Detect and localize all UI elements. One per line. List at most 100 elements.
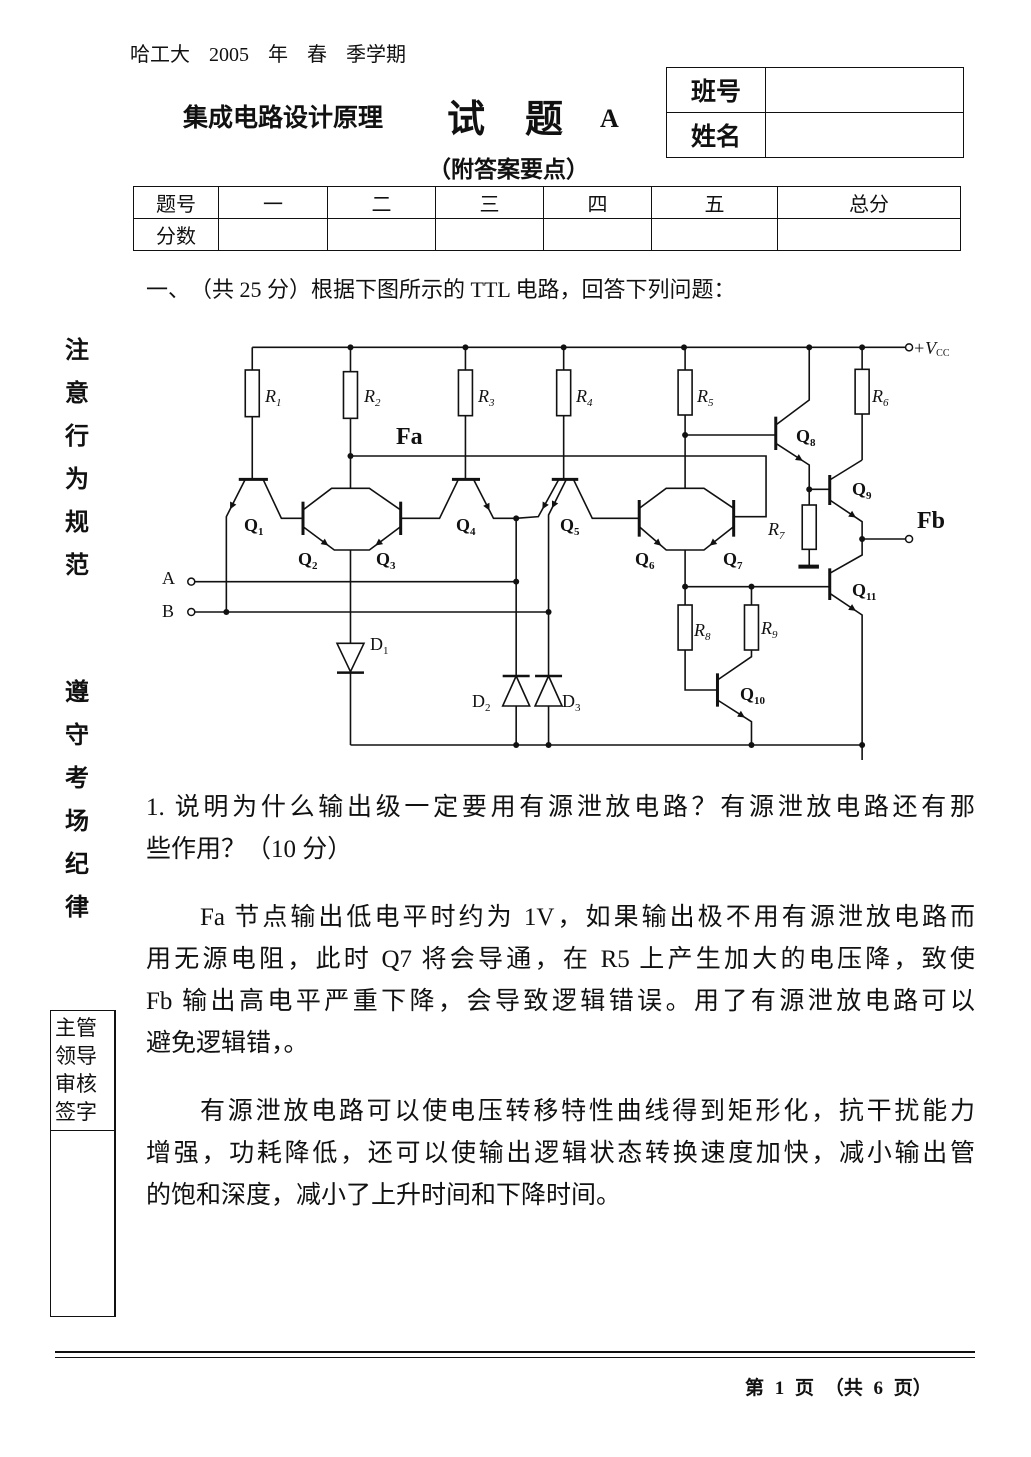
junction-dot bbox=[859, 536, 866, 542]
class-field[interactable] bbox=[765, 67, 964, 113]
label-r1: R1 bbox=[264, 386, 282, 409]
score-cell[interactable] bbox=[651, 218, 778, 251]
diode-d2 bbox=[501, 674, 531, 707]
wire bbox=[775, 442, 811, 505]
junction-dot bbox=[682, 583, 689, 590]
junction-dot bbox=[513, 515, 520, 522]
label-q8: Q8 bbox=[796, 426, 816, 449]
wire bbox=[829, 459, 863, 481]
wire bbox=[638, 487, 735, 509]
wire bbox=[302, 526, 402, 551]
page-number: 第 1 页 （共 6 页） bbox=[745, 1378, 932, 1399]
answer-line: 增强，功耗降低，还可以使输出逻辑状态转换速度加快，减小输出管 bbox=[146, 1140, 975, 1167]
resistor-r3 bbox=[457, 369, 474, 417]
label-node-fa: Fa bbox=[396, 424, 423, 450]
emitter-arrow bbox=[848, 604, 856, 611]
wire bbox=[829, 499, 863, 575]
label-r9: R9 bbox=[760, 618, 778, 641]
signature-area[interactable] bbox=[51, 1131, 114, 1314]
question-heading: 一、 （共 25 分）根据下图所示的 TTL 电路，回答下列问题： bbox=[146, 277, 736, 302]
junction-dot bbox=[682, 432, 689, 438]
score-cell[interactable] bbox=[327, 218, 436, 251]
junction-dot bbox=[806, 344, 813, 351]
ttl-circuit-diagram: R1 R2 R3 R4 R5 R6 R7 R8 R9 Q1 Q2 Q3 Q4 Q… bbox=[162, 338, 950, 760]
student-id-box: 班号 姓名 bbox=[666, 67, 964, 158]
wire bbox=[516, 478, 560, 520]
score-header-row: 题号 一 二 三 四 五 总分 bbox=[133, 186, 961, 219]
answer-line: 的饱和深度，减小了上升时间和下降时间。 bbox=[146, 1182, 622, 1209]
answer-line: 避免逻辑错，。 bbox=[146, 1030, 309, 1057]
label-r2: R2 bbox=[363, 386, 381, 409]
diode-d1 bbox=[335, 642, 366, 674]
resistor-r2 bbox=[342, 370, 359, 420]
junction-dot bbox=[347, 344, 354, 351]
notice-discipline: 遵守考场纪律 bbox=[65, 680, 89, 921]
score-table: 题号 一 二 三 四 五 总分 分数 bbox=[133, 186, 961, 251]
exam-word: 试题 bbox=[447, 99, 604, 141]
label-q2: Q2 bbox=[298, 549, 318, 572]
circuit-labels: R1 R2 R3 R4 R5 R6 R7 R8 R9 Q1 Q2 Q3 Q4 Q… bbox=[162, 338, 950, 714]
label-d3: D3 bbox=[562, 691, 581, 714]
label-r3: R3 bbox=[477, 386, 495, 409]
wire bbox=[572, 478, 640, 520]
emitter-arrow bbox=[737, 710, 745, 718]
wire bbox=[717, 699, 753, 745]
label-output-fb: Fb bbox=[917, 508, 945, 534]
emitter-arrow bbox=[709, 538, 718, 546]
header-cell: 总分 bbox=[777, 186, 961, 219]
junction-dot bbox=[859, 344, 866, 351]
label-r8: R8 bbox=[693, 620, 711, 643]
emitter-arrow bbox=[375, 538, 384, 546]
input-b-terminal bbox=[187, 607, 196, 617]
label-input-b: B bbox=[162, 601, 174, 621]
resistor-r9 bbox=[743, 604, 760, 651]
sign-box-label: 主管领导审核签字 bbox=[51, 1011, 114, 1131]
emitter-arrow bbox=[551, 500, 559, 509]
label-q11: Q11 bbox=[852, 580, 876, 603]
label-q6: Q6 bbox=[635, 549, 655, 572]
input-a-terminal bbox=[187, 577, 196, 586]
score-row: 分数 bbox=[133, 218, 961, 251]
resistor-r4 bbox=[555, 369, 572, 417]
label-r6: R6 bbox=[871, 386, 889, 409]
answer-line: 用无源电阻，此时 Q7 将会导通，在 R5 上产生加大的电压降，致使 bbox=[146, 946, 975, 973]
score-cell[interactable] bbox=[777, 218, 961, 251]
wire bbox=[225, 478, 246, 612]
footer-rule-bottom bbox=[55, 1357, 975, 1358]
junction-dot bbox=[462, 344, 469, 351]
resistor-r6 bbox=[854, 368, 870, 415]
score-cell[interactable] bbox=[435, 218, 544, 251]
junction-dot bbox=[513, 742, 520, 748]
header-cell: 四 bbox=[543, 186, 652, 219]
wire bbox=[472, 478, 517, 520]
name-field[interactable] bbox=[765, 112, 964, 158]
label-vcc: +VCC bbox=[913, 338, 950, 359]
score-cell[interactable] bbox=[218, 218, 328, 251]
label-d2: D2 bbox=[472, 691, 491, 714]
supervisor-sign-box: 主管领导审核签字 bbox=[50, 1010, 116, 1317]
vcc-terminal bbox=[904, 343, 914, 352]
answer-line: Fb 输出高电平严重下降，会导致逻辑错误。用了有源泄放电路可以 bbox=[146, 988, 975, 1015]
header-cell: 一 bbox=[218, 186, 328, 219]
label-q9: Q9 bbox=[852, 479, 872, 502]
q8-collector bbox=[775, 347, 811, 426]
class-label: 班号 bbox=[666, 67, 766, 113]
junction-dot bbox=[223, 609, 230, 615]
label-input-a: A bbox=[162, 568, 175, 588]
wire bbox=[684, 650, 718, 691]
junction-dot bbox=[560, 344, 567, 351]
junction-dot bbox=[513, 578, 520, 585]
junction-dot bbox=[748, 742, 755, 748]
junction-dot bbox=[681, 344, 688, 351]
label-q7: Q7 bbox=[723, 549, 743, 572]
label-r7: R7 bbox=[767, 519, 785, 542]
junction-dot bbox=[859, 742, 866, 748]
junction-dot bbox=[347, 453, 354, 459]
header-cell: 五 bbox=[651, 186, 778, 219]
emitter-arrow bbox=[848, 510, 856, 518]
emitter-arrow bbox=[230, 501, 237, 510]
junction-dot bbox=[545, 742, 552, 748]
paper-version: A bbox=[600, 104, 619, 133]
score-cell[interactable] bbox=[543, 218, 652, 251]
label-d1: D1 bbox=[370, 634, 389, 657]
